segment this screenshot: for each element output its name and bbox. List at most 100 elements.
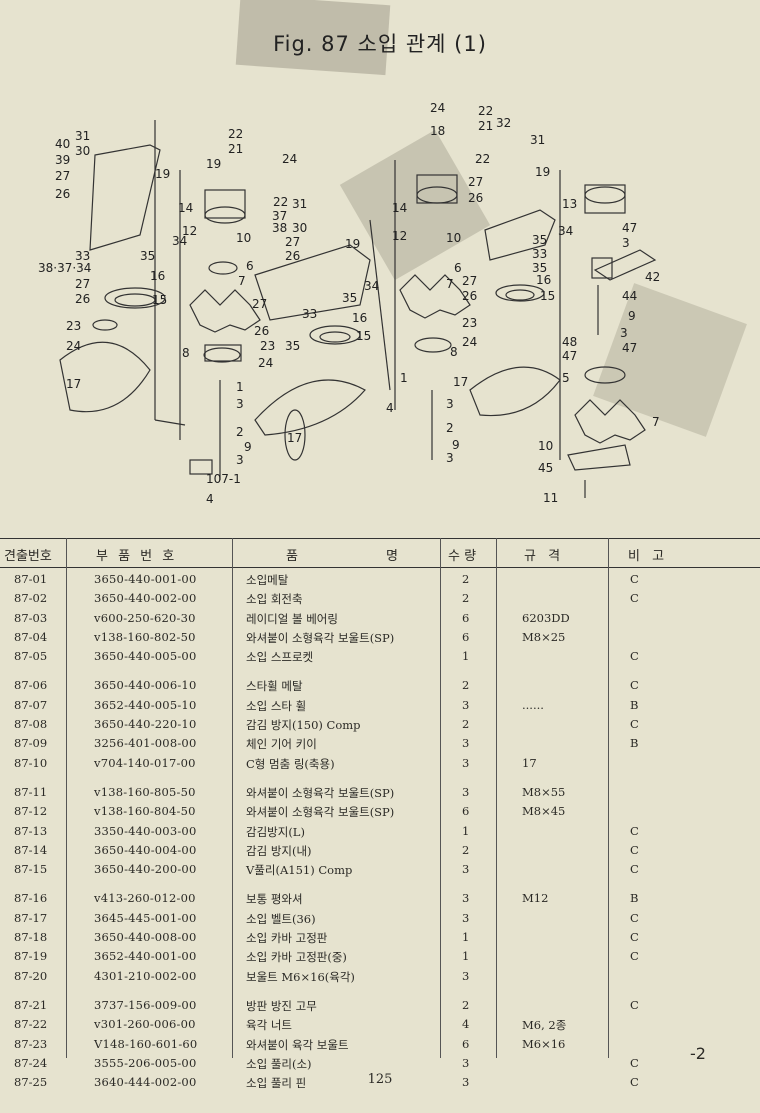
callout-21a: 21 [228, 142, 243, 156]
quantity-cell: 1 [462, 949, 470, 964]
part-number-cell: 87-15 [14, 862, 48, 877]
part-name-cell: 소입 풀리(소) [246, 1056, 312, 1071]
callout-3e: 3 [622, 236, 630, 250]
callout-8a: 8 [182, 346, 190, 360]
callout-26e: 26 [468, 191, 483, 205]
callout-14b: 14 [392, 201, 407, 215]
callout-3f: 3 [620, 326, 628, 340]
column-divider [232, 538, 233, 1058]
part-name-cell: 방판 방진 고무 [246, 998, 317, 1013]
quantity-cell: 3 [462, 968, 470, 983]
quantity-cell: 1 [462, 649, 470, 664]
callout-7c: 7 [652, 415, 660, 429]
part-code-cell: 3652-440-001-00 [94, 949, 197, 964]
part-name-cell: 감김 방지(내) [246, 843, 312, 858]
callout-27c: 27 [468, 175, 483, 189]
callout-3d: 3 [446, 451, 454, 465]
callout-5: 5 [562, 371, 570, 385]
part-name-cell: 보통 평와셔 [246, 892, 303, 907]
callout-35b: 34 [364, 279, 379, 293]
callout-32c: 31 [530, 133, 545, 147]
part-name-cell: 소입메탈 [246, 573, 289, 587]
callout-36c: 35 [532, 233, 547, 247]
part-number-cell: 87-08 [14, 717, 48, 732]
part-code-cell: 3650-440-200-00 [94, 862, 197, 877]
callout-15a: 15 [152, 293, 167, 307]
quantity-cell: 6 [462, 610, 470, 625]
part-name-cell: 소입 카바 고정판 [246, 931, 328, 946]
remark-cell: C [630, 572, 639, 586]
quantity-cell: 2 [462, 842, 470, 857]
callout-9c: 9 [628, 309, 636, 323]
header-name-a: 품 [286, 549, 298, 564]
callout-31: 32 [496, 116, 511, 130]
specification-cell: M8×25 [522, 629, 566, 644]
callout-9b: 9 [452, 438, 460, 452]
callout-36b: 35 [342, 291, 357, 305]
quantity-cell: 3 [462, 736, 470, 751]
callout-26a: 26 [55, 187, 70, 201]
part-code-cell: 3256-401-008-00 [94, 736, 197, 751]
callout-6b: 6 [454, 261, 462, 275]
part-number-cell: 87-06 [14, 678, 48, 693]
remark-cell: C [630, 717, 639, 732]
callout-10b: 10 [446, 231, 461, 245]
quantity-cell: 3 [462, 910, 470, 925]
specification-cell: 6203DD [522, 610, 570, 625]
callout-39: 39 [55, 153, 70, 167]
callout-37: 37 [272, 209, 287, 223]
remark-cell: C [630, 842, 639, 857]
group-spacer [0, 986, 760, 996]
callout-32a: 31 [75, 129, 90, 143]
part-number-cell: 87-14 [14, 842, 48, 857]
callout-15b: 15 [356, 329, 371, 343]
part-name-cell: 와셔붙이 육각 보울트 [246, 1037, 349, 1052]
callout-27a: 27 [55, 169, 70, 183]
quantity-cell: 6 [462, 629, 470, 644]
part-name-cell: 육각 너트 [246, 1018, 292, 1033]
part-code-cell: v600-250-620-30 [94, 610, 196, 625]
callout-4a: 4 [206, 492, 214, 506]
part-name-cell: 와셔붙이 소형육각 보울트(SP) [246, 785, 395, 800]
callout-8b: 8 [450, 345, 458, 359]
remark-cell: B [630, 736, 639, 751]
part-number-cell: 87-05 [14, 649, 48, 664]
callout-46a: 47 [622, 221, 637, 235]
callout-27b: 27 [285, 235, 300, 249]
callout-22a: 22 [228, 127, 243, 141]
callout-16b: 16 [352, 311, 367, 325]
quantity-cell: 2 [462, 678, 470, 693]
part-number-cell: 87-16 [14, 891, 48, 906]
callout-25a: 24 [66, 339, 81, 353]
part-code-cell: 3650-440-220-10 [94, 717, 197, 732]
header-part-no: 부 품 번 호 [96, 549, 178, 564]
callout-26b: 26 [75, 292, 90, 306]
remark-cell: C [630, 862, 639, 877]
part-number-cell: 87-17 [14, 910, 48, 925]
callout-33b: 33 [302, 307, 317, 321]
quantity-cell: 3 [462, 755, 470, 770]
callout-2b: 2 [446, 421, 454, 435]
part-number-cell: 87-04 [14, 629, 48, 644]
specification-cell: 17 [522, 755, 537, 770]
callout-9a: 9 [244, 440, 252, 454]
quantity-cell: 1 [462, 823, 470, 838]
callout-16a: 16 [150, 269, 165, 283]
callout-12a: 12 [182, 224, 197, 238]
column-divider [608, 538, 609, 1058]
callout-7b: 7 [446, 277, 454, 291]
